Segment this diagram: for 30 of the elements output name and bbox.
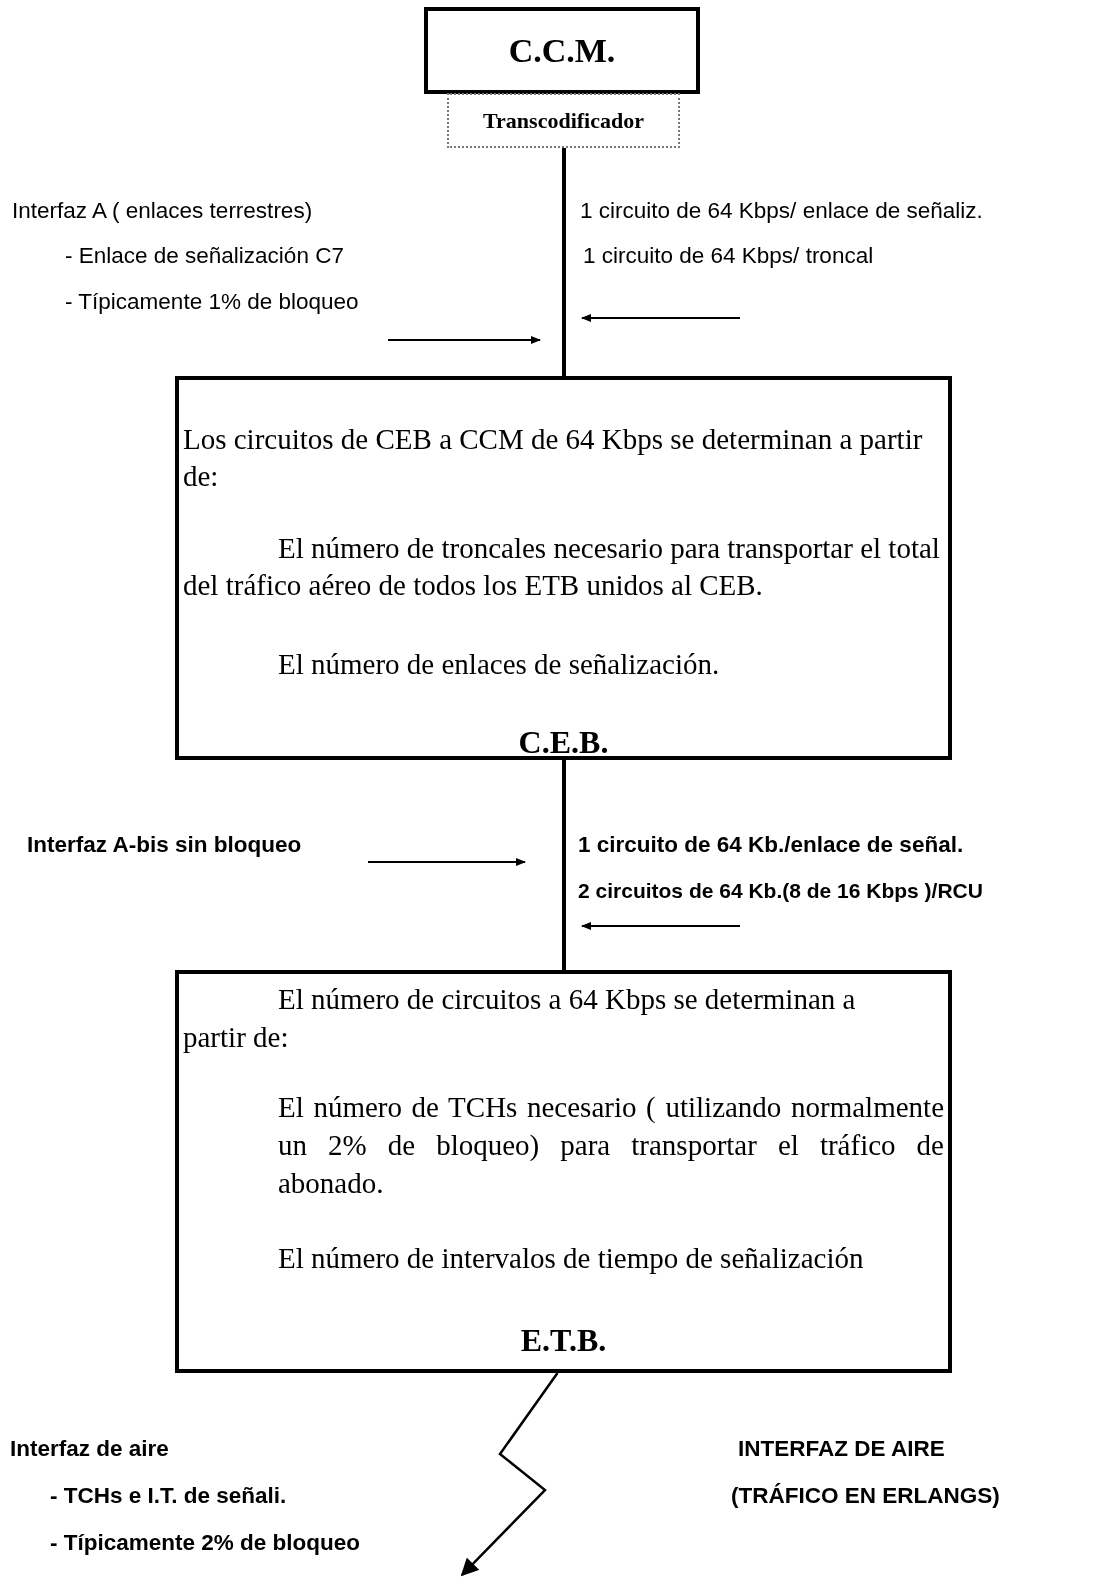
annotation-text: 1 circuito de 64 Kb./enlace de señal. <box>578 832 964 858</box>
annotation-text: (TRÁFICO EN ERLANGS) <box>731 1483 1000 1509</box>
box-text: Los circuitos de CEB a CCM de 64 Kbps se determinan a partir de: <box>183 422 924 494</box>
box-text: El número de TCHs necesario ( utilizando normalmente un 2% de bloqueo) para transportar el tráfico de abonado. <box>278 1090 944 1201</box>
annotation-text: 1 circuito de 64 Kbps/ enlace de señaliz. <box>580 198 983 224</box>
box-title: E.T.B. <box>519 1321 608 1360</box>
annotation-text: - Enlace de señalización C7 <box>65 243 344 269</box>
annotation-text: - Típicamente 2% de bloqueo <box>50 1530 361 1556</box>
annotation-text: - TCHs e I.T. de señali. <box>50 1483 287 1509</box>
box-title: C.E.B. <box>517 723 610 762</box>
box-text: El número de troncales necesario para transportar el total del tráfico aéreo de todos los ETB unidos al CEB. <box>183 531 941 603</box>
connector-line <box>562 760 566 970</box>
annotation-text: 2 circuitos de 64 Kb.(8 de 16 Kbps )/RCU <box>578 879 983 903</box>
process-box <box>175 376 952 760</box>
annotation-text: INTERFAZ DE AIRE <box>738 1436 945 1462</box>
connector-line <box>562 148 566 376</box>
process-box <box>175 970 952 1373</box>
box-text: El número de circuitos a 64 Kbps se determinan a partir de: <box>183 982 857 1055</box>
annotation-text: - Típicamente 1% de bloqueo <box>65 289 359 315</box>
box-text: Transcodificador <box>482 107 645 135</box>
box-text: C.C.M. <box>507 31 617 71</box>
annotation-text: Interfaz A ( enlaces terrestres) <box>12 198 313 224</box>
box-text: El número de enlaces de señalización. <box>277 647 721 682</box>
annotation-text: Interfaz de aire <box>10 1436 169 1462</box>
dotted-box <box>447 93 680 148</box>
lightning-arrow <box>460 1372 559 1577</box>
box-text: El número de intervalos de tiempo de señalización <box>278 1241 865 1276</box>
process-box <box>424 7 700 94</box>
annotation-text: Interfaz A-bis sin bloqueo <box>27 832 302 858</box>
annotation-text: 1 circuito de 64 Kbps/ troncal <box>583 243 874 269</box>
